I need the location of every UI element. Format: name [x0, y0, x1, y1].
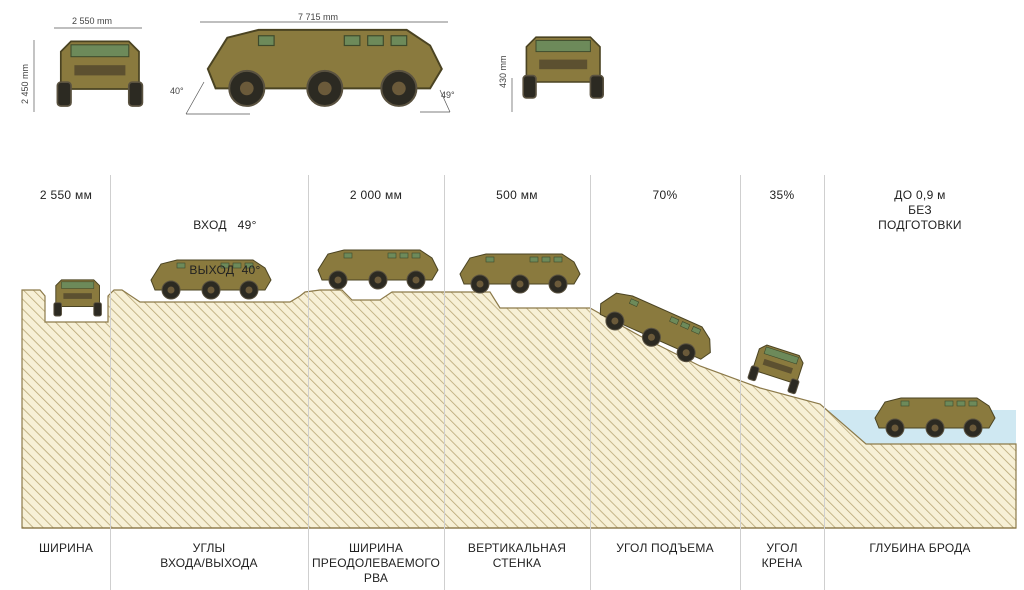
column-divider [444, 175, 445, 590]
value-roll: 35% [769, 188, 795, 202]
value-angles: ВХОД 49° ВЫХОД 40° [150, 188, 300, 293]
value-angles-exit: ВЫХОД 40° [189, 263, 261, 277]
label-width: ШИРИНА [38, 541, 94, 555]
label-angles-line2: ВХОДА/ВЫХОДА [160, 556, 258, 570]
terrain-profile [21, 289, 1017, 529]
label-angles: УГЛЫ ВХОДА/ВЫХОДА [110, 541, 308, 571]
value-ford: ДО 0,9 м БЕЗ ПОДГОТОВКИ [824, 188, 1016, 233]
column-divider [308, 175, 309, 590]
top-side-view [206, 28, 443, 107]
label-wall: ВЕРТИКАЛЬНАЯ СТЕНКА [444, 541, 590, 571]
column-divider [740, 175, 741, 590]
label-roll-line1: УГОЛ [766, 541, 798, 555]
column-divider [824, 175, 825, 590]
value-trench: 2 000 мм [349, 188, 403, 202]
value-ford-line3: ПОДГОТОВКИ [878, 218, 962, 232]
front-height-dim: 2 450 mm [20, 63, 30, 104]
rear-clearance-dim: 430 mm [498, 55, 508, 88]
column-divider [590, 175, 591, 590]
label-trench: ШИРИНА ПРЕОДОЛЕВАЕМОГО РВА [308, 541, 444, 586]
value-width: 2 550 мм [39, 188, 93, 202]
label-slope: УГОЛ ПОДЪЕМА [616, 541, 714, 555]
label-trench-line2: ПРЕОДОЛЕВАЕМОГО [311, 556, 440, 570]
label-angles-line1: УГЛЫ [192, 541, 226, 555]
column-divider [110, 175, 111, 590]
vehicle-ford [874, 397, 996, 438]
label-roll: УГОЛ КРЕНА [740, 541, 824, 571]
departure-angle-dim: 49° [441, 90, 455, 100]
label-trench-line3: РВА [363, 571, 389, 585]
vehicle-trench [317, 249, 439, 290]
vehicle-wall [459, 253, 581, 294]
vehicle-width-front [53, 279, 102, 317]
value-wall: 500 мм [496, 188, 538, 202]
value-ford-line1: ДО 0,9 м [894, 188, 946, 202]
label-trench-line1: ШИРИНА [348, 541, 404, 555]
label-ford: ГЛУБИНА БРОДА [869, 541, 971, 555]
approach-angle-dim: 40° [170, 86, 184, 96]
value-slope: 70% [652, 188, 678, 202]
label-roll-line2: КРЕНА [761, 556, 803, 570]
side-length-dim: 7 715 mm [298, 12, 339, 22]
label-wall-line2: СТЕНКА [492, 556, 542, 570]
value-angles-entry: ВХОД 49° [193, 218, 257, 232]
top-rear-view [522, 36, 605, 99]
value-ford-line2: БЕЗ [908, 203, 932, 217]
top-front-view [56, 40, 144, 107]
front-width-dim: 2 550 mm [72, 16, 113, 26]
label-wall-line1: ВЕРТИКАЛЬНАЯ [467, 541, 567, 555]
